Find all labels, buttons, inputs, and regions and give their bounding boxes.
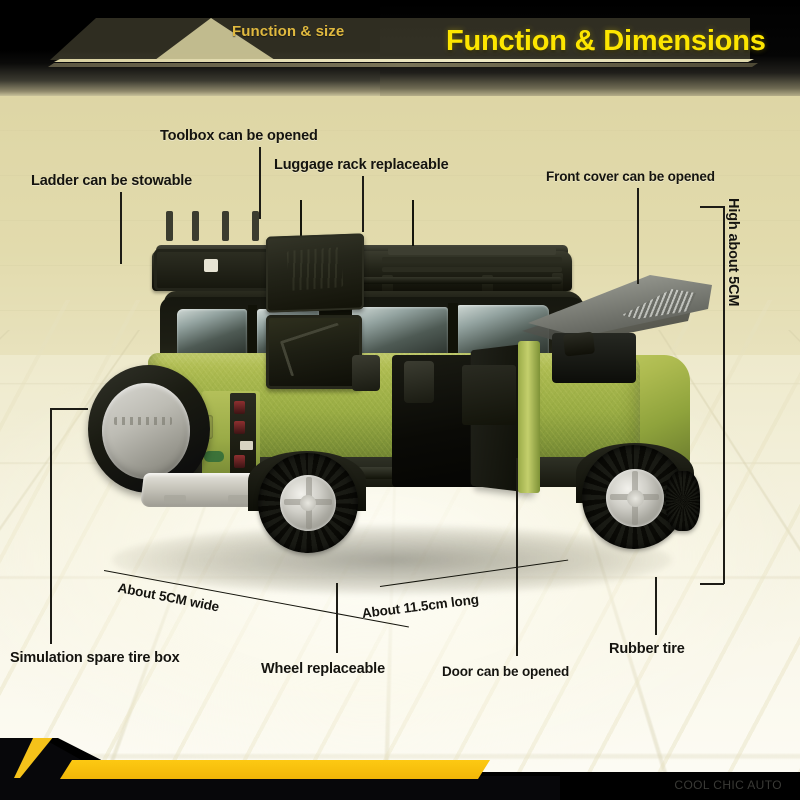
dimension-tick-height-bottom <box>700 583 724 585</box>
header-rule-dark <box>48 63 758 67</box>
header-rule-light <box>54 59 754 62</box>
ladder-clip <box>204 259 218 272</box>
door-inner-panel <box>462 365 516 425</box>
rim-spoke <box>284 499 306 505</box>
tail-light <box>234 421 245 434</box>
ladder-rung <box>222 211 229 241</box>
brand-watermark: COOL CHIC AUTO <box>674 778 782 792</box>
product-image <box>52 200 742 605</box>
leader-line-toolbox <box>259 147 261 219</box>
footer-yellow-bar <box>60 760 490 779</box>
leader-tick-spare-tire <box>50 408 88 410</box>
wheel-hub-rear <box>300 495 316 511</box>
annotation-label-rubber-tire: Rubber tire <box>609 641 685 657</box>
side-storage-box <box>266 315 362 389</box>
annotation-label-height: High about 5CM <box>725 198 741 307</box>
annotation-label-door: Door can be opened <box>442 664 570 679</box>
b-pillar <box>248 305 257 363</box>
leader-line-ladder <box>120 192 122 264</box>
seat <box>404 361 434 403</box>
rim-spoke <box>306 477 312 499</box>
rear-window <box>177 309 247 359</box>
header-banner: Function & size Function & Dimensions <box>0 0 800 96</box>
header-background-right <box>380 0 800 96</box>
far-side-tire <box>666 471 700 531</box>
annotation-label-toolbox: Toolbox can be opened <box>160 128 318 144</box>
rim-spoke <box>632 502 638 525</box>
annotation-label-luggage-rack: Luggage rack replaceable <box>274 157 449 173</box>
spare-tire-embossed-text <box>114 417 172 425</box>
annotation-label-spare-tire: Simulation spare tire box <box>10 650 180 666</box>
rim-spoke <box>310 499 332 505</box>
toolbox-embossed-text <box>286 247 344 291</box>
rack-slat <box>382 267 562 272</box>
rack-slat <box>382 257 562 262</box>
tail-light <box>234 401 245 414</box>
leader-line-wheel <box>336 583 338 653</box>
ladder-rung <box>192 211 199 241</box>
tail-light <box>234 455 245 468</box>
page-title: Function & Dimensions <box>446 25 766 57</box>
a-pillar <box>448 303 458 365</box>
bumper-slot <box>228 495 250 503</box>
leader-line-door <box>516 458 518 656</box>
door-outer-skin <box>518 341 540 493</box>
annotation-label-ladder: Ladder can be stowable <box>31 173 193 189</box>
leader-line-front-cover <box>637 188 639 284</box>
annotation-label-wheel: Wheel replaceable <box>261 661 385 677</box>
rear-badge <box>204 451 224 462</box>
annotation-label-front-cover: Front cover can be opened <box>546 169 715 184</box>
side-mirror <box>562 331 596 357</box>
footer-banner <box>0 738 800 800</box>
ladder-rung <box>252 211 259 241</box>
antenna <box>300 200 302 240</box>
header-subtitle: Function & size <box>232 23 345 40</box>
rim-spoke <box>636 494 659 500</box>
stowable-ladder <box>154 249 282 291</box>
rim-spoke <box>610 494 633 500</box>
leader-line-luggage-rack <box>362 176 364 232</box>
rack-leg <box>482 275 493 295</box>
seat <box>352 355 380 391</box>
ladder-rung <box>166 211 173 241</box>
leader-line-rubber-tire <box>655 577 657 635</box>
dimension-tick-height-top <box>700 206 724 208</box>
antenna <box>412 200 414 246</box>
leader-line-spare-tire <box>50 408 52 644</box>
rack-slat <box>388 247 556 255</box>
spare-tire-cover <box>102 383 190 479</box>
rim-spoke <box>632 471 638 494</box>
rim-spoke <box>306 507 312 529</box>
wheel-hub-front <box>627 490 644 507</box>
bumper-slot <box>164 495 186 503</box>
rear-door-window <box>352 307 448 361</box>
rack-leg <box>382 275 393 295</box>
dimension-line-height <box>723 206 725 584</box>
rear-plate <box>240 441 253 450</box>
